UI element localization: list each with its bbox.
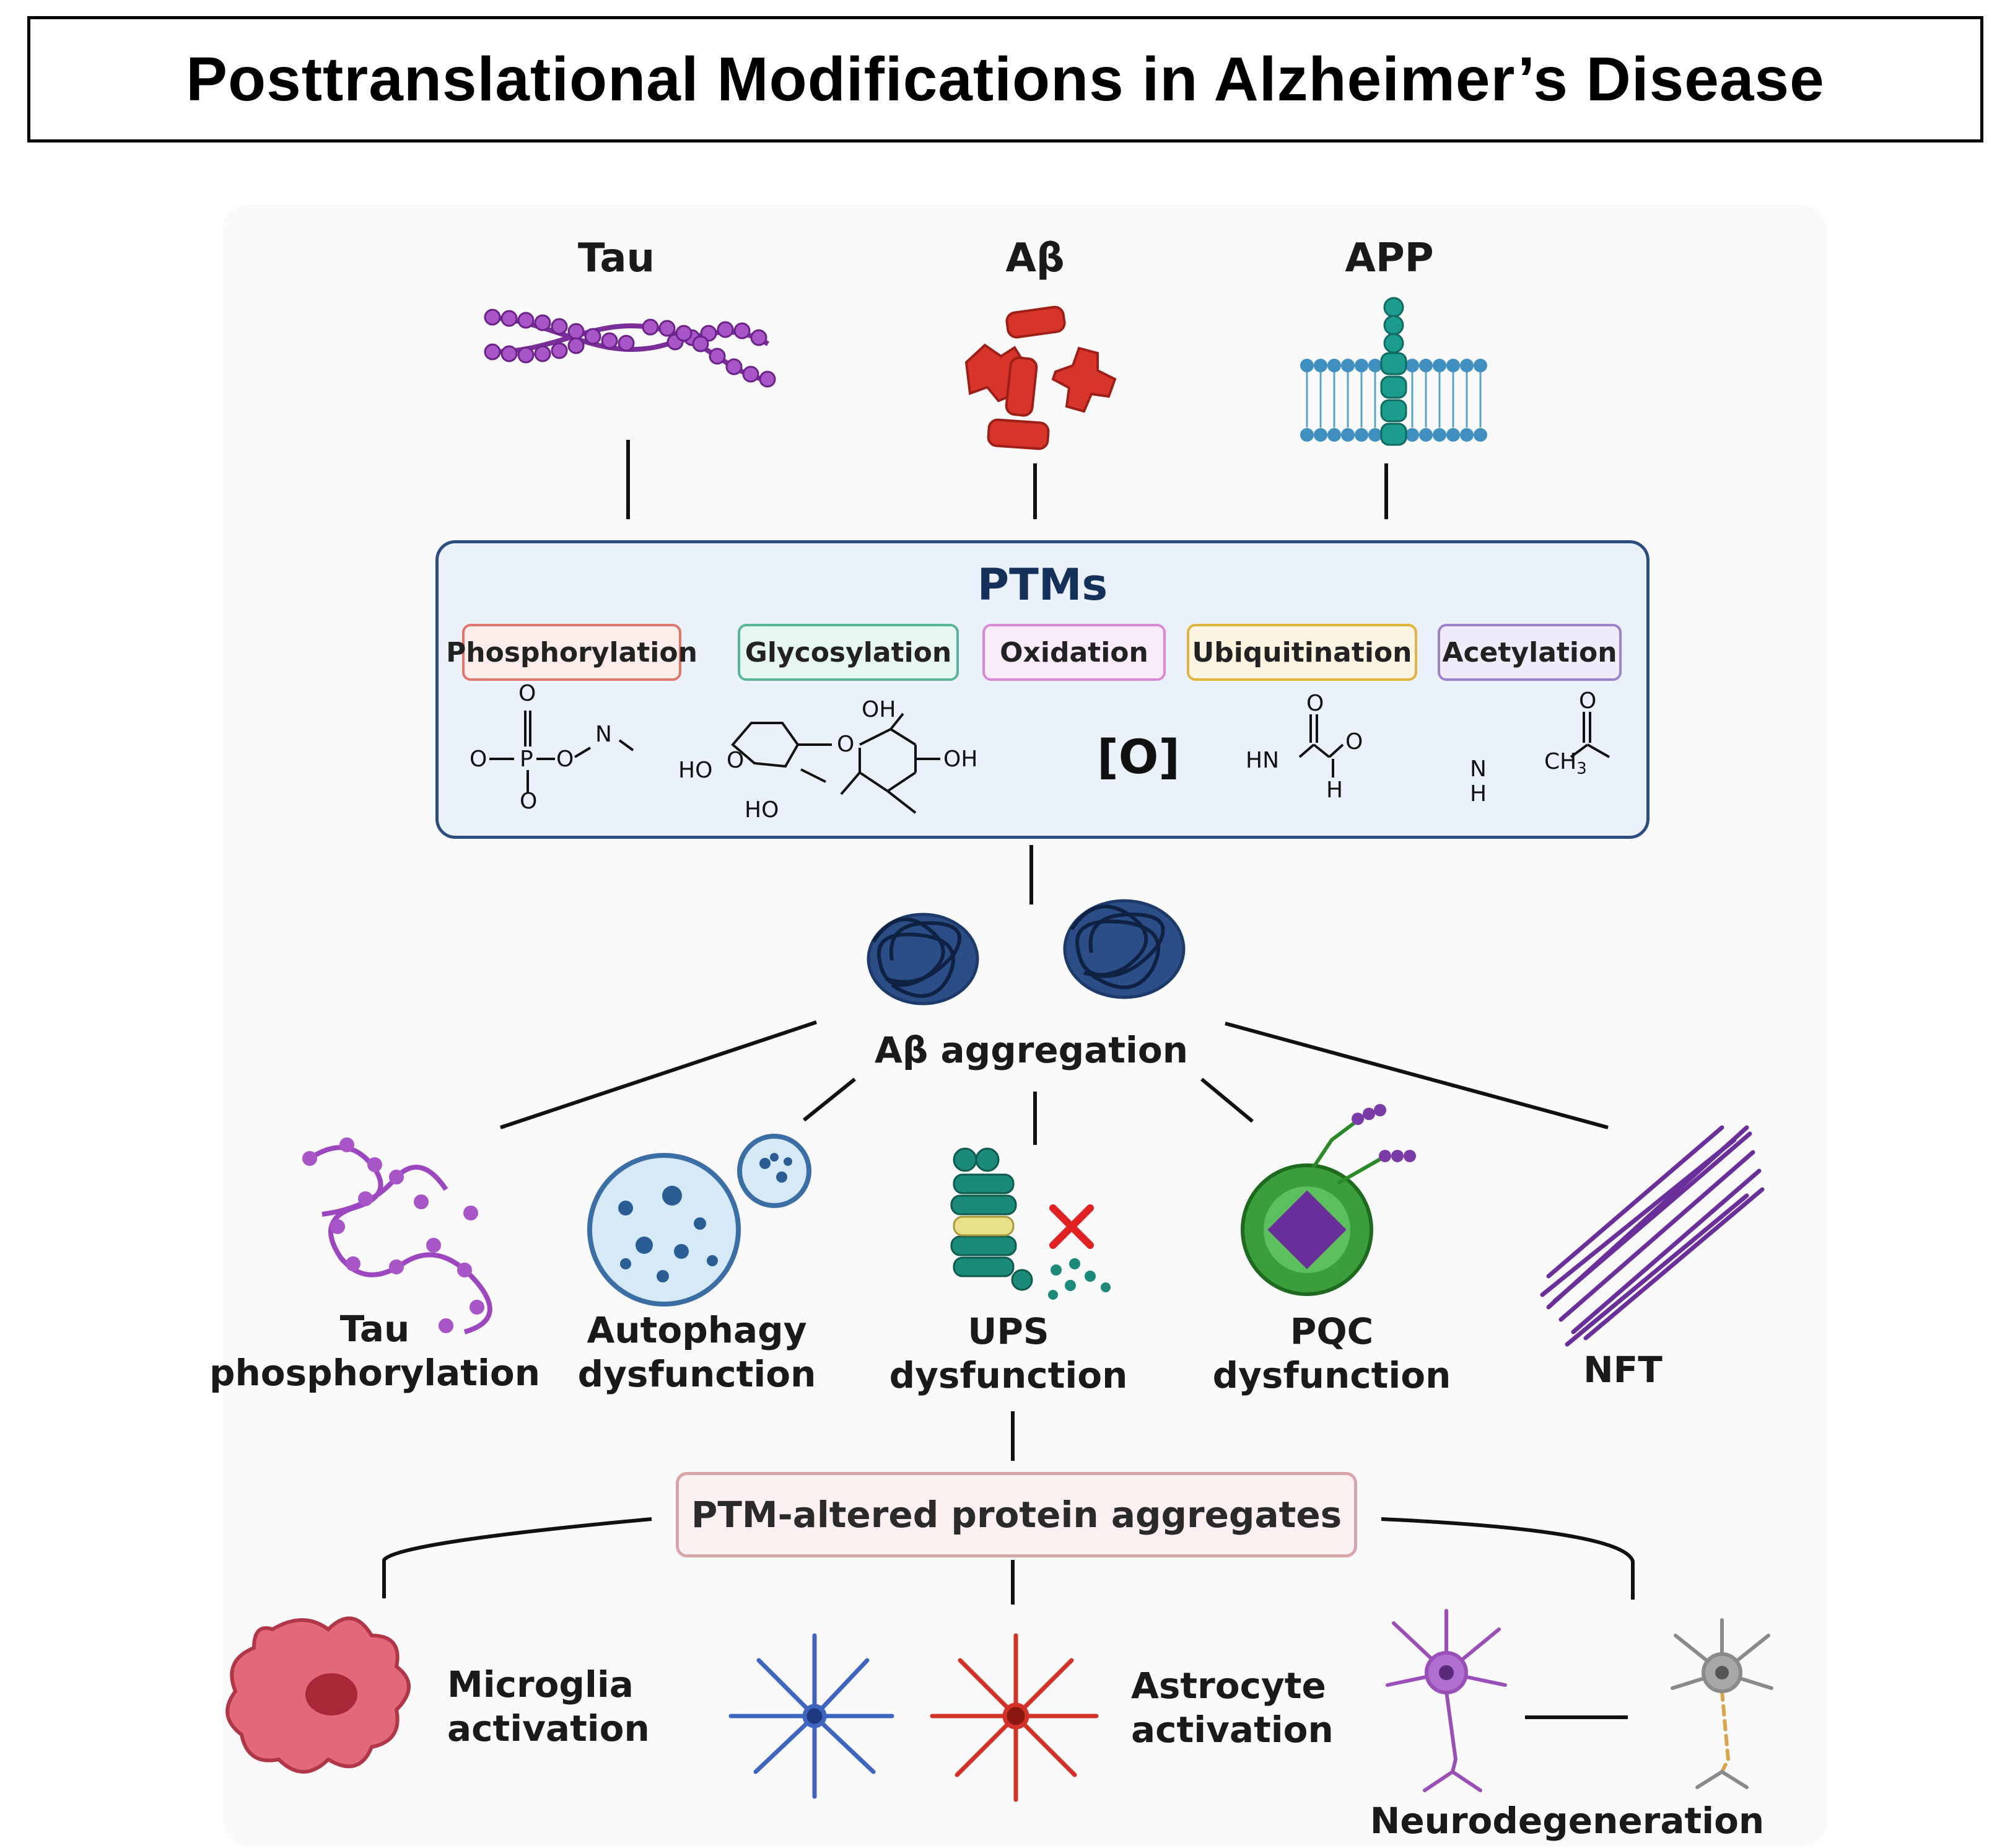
glyc-ho-bottom: HO	[745, 797, 779, 823]
ubiq-h: H	[1326, 777, 1344, 803]
ubiq-hn: HN	[1246, 748, 1279, 773]
outcome-autophagy-dysfunction: Autophagy dysfunction	[578, 1308, 816, 1396]
aggregate-arrows	[382, 1411, 1635, 1720]
title-box: Posttranslational Modifications in Alzhe…	[27, 16, 1983, 142]
glyc-oh-top: OH	[862, 697, 896, 722]
acet-h: H	[1470, 781, 1487, 807]
abeta-aggregate-icon-right	[1063, 899, 1186, 999]
source-arrows	[626, 440, 1389, 905]
aggregation-arrows	[500, 1020, 1609, 1145]
aggregation-label: Aβ aggregation	[874, 1029, 1189, 1071]
phos-o-left: O	[470, 747, 487, 772]
outcome-tau-line1: Tau	[339, 1308, 410, 1350]
outcome-pqc-line1: PQC	[1290, 1310, 1374, 1352]
outcome-pqc-line2: dysfunction	[1212, 1354, 1451, 1396]
phos-o-top: O	[518, 681, 536, 706]
outcome-autophagy-line2: dysfunction	[577, 1352, 816, 1395]
phosphorylation-tag: Phosphorylation	[446, 624, 697, 681]
app-label: APP	[1345, 235, 1434, 281]
effect-neurodegeneration: Neurodegeneration	[1370, 1799, 1764, 1843]
outcome-ups-dysfunction: UPS dysfunction	[889, 1310, 1128, 1398]
acet-3: 3	[1576, 760, 1587, 779]
autophagy-icon	[587, 1134, 811, 1307]
oxidation-symbol: [O]	[1096, 729, 1181, 784]
phos-p: P	[520, 747, 533, 772]
ubiquitination-tag: Ubiquitination	[1187, 624, 1417, 681]
outcome-tau-phosphorylation: Tau phosphorylation	[209, 1307, 540, 1395]
tau-protein-icon	[484, 309, 776, 388]
ubiq-o-top: O	[1306, 691, 1324, 716]
outcome-tau-line2: phosphorylation	[209, 1351, 541, 1394]
pqc-icon	[1241, 1104, 1416, 1296]
neuron-degenerating-icon	[1671, 1618, 1773, 1789]
phos-o-mid: O	[556, 747, 574, 772]
glyc-ho-left: HO	[678, 758, 713, 783]
phos-o-bottom: O	[520, 789, 538, 814]
figure-background	[223, 204, 1827, 1846]
microglia-icon	[225, 1616, 411, 1774]
ptm-altered-aggregates-box: PTM-altered protein aggregates	[676, 1472, 1357, 1557]
ptm-structures	[489, 711, 1610, 814]
outcome-ups-line2: dysfunction	[889, 1354, 1128, 1396]
ptms-panel: PTMs Phosphorylation Glycosylation Oxida…	[435, 540, 1650, 839]
effect-microglia-line1: Microglia	[447, 1663, 634, 1706]
astrocyte-red-icon	[930, 1633, 1099, 1802]
abeta-label: Aβ	[1005, 235, 1065, 281]
effect-neurodegeneration-line1: Neurodegeneration	[1370, 1800, 1765, 1842]
effect-microglia-activation: Microglia activation	[447, 1663, 650, 1751]
outcome-pqc-dysfunction: PQC dysfunction	[1213, 1310, 1451, 1398]
ubiq-o-right: O	[1345, 729, 1363, 755]
figure-title: Posttranslational Modifications in Alzhe…	[186, 44, 1825, 114]
ptms-title: PTMs	[977, 559, 1108, 610]
ups-proteasome-icon	[950, 1147, 1111, 1300]
effect-astrocyte-line2: activation	[1131, 1708, 1334, 1751]
acet-n: N	[1470, 756, 1487, 782]
glycosylation-tag: Glycosylation	[738, 624, 959, 681]
tau-phosphorylation-icon	[302, 1137, 492, 1334]
outcome-nft: NFT	[1583, 1348, 1663, 1392]
acet-ch3: CH3	[1544, 749, 1587, 778]
effect-astrocyte-line1: Astrocyte	[1131, 1665, 1326, 1707]
acetylation-tag: Acetylation	[1438, 624, 1622, 681]
astrocyte-blue-icon	[728, 1633, 894, 1799]
outcome-ups-line1: UPS	[968, 1310, 1049, 1352]
abeta-aggregate-icon-left	[867, 913, 979, 1005]
phos-n: N	[595, 722, 612, 747]
glyc-o-ring: O	[727, 748, 745, 773]
acet-o-top: O	[1579, 688, 1597, 714]
acet-ch: CH	[1544, 749, 1577, 774]
outcome-nft-line1: NFT	[1583, 1349, 1663, 1391]
tau-label: Tau	[577, 235, 655, 281]
effect-astrocyte-activation: Astrocyte activation	[1131, 1664, 1334, 1752]
app-membrane-icon	[1300, 297, 1487, 446]
glyc-oh-right: OH	[943, 747, 978, 772]
neuron-healthy-icon	[1386, 1609, 1507, 1792]
effect-microglia-line2: activation	[447, 1707, 650, 1749]
glyc-o-pyranose: O	[837, 732, 855, 757]
oxidation-tag: Oxidation	[982, 624, 1166, 681]
nft-icon	[1540, 1125, 1765, 1347]
abeta-fragments-icon	[964, 305, 1117, 450]
outcome-autophagy-line1: Autophagy	[587, 1309, 807, 1351]
